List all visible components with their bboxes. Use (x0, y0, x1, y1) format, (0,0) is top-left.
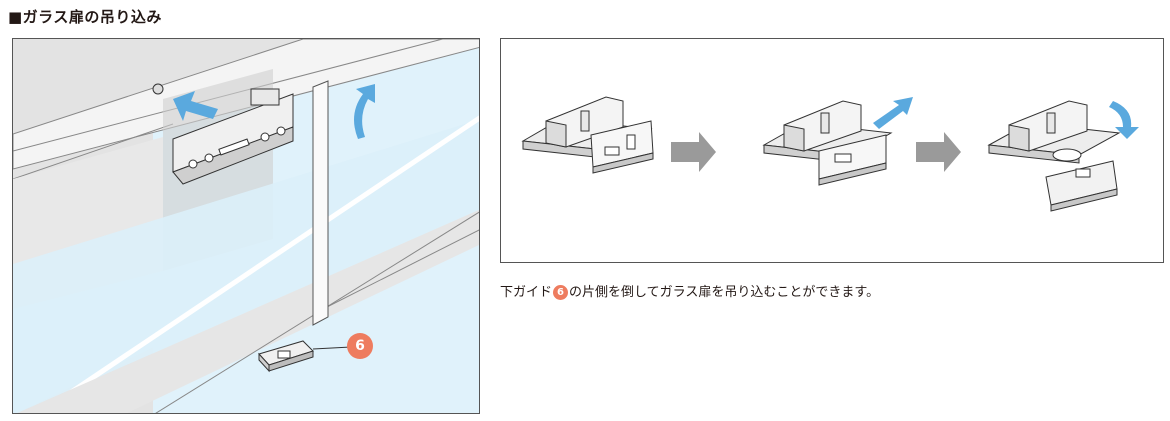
door-edge (312, 80, 329, 326)
guide-steps-drawing (521, 96, 1139, 212)
installation-illustration (12, 38, 480, 414)
hanger-fitting (172, 88, 294, 185)
slide-arrow-icon (873, 97, 913, 129)
glass-overlay (13, 119, 479, 413)
caption-prefix: 下ガイド (500, 285, 553, 300)
step-arrow-1-icon (671, 132, 716, 172)
guide-step-3 (987, 100, 1121, 212)
rail-bolt (152, 83, 164, 95)
bottom-guide (258, 340, 314, 373)
section-title: ■ガラス扉の吊り込み (8, 8, 162, 26)
caption-badge-6: 6 (553, 285, 569, 300)
rotate-arrow-icon (354, 84, 375, 139)
top-rail-lower-edge (13, 123, 174, 180)
part-callout-6: 6 (347, 333, 373, 359)
glass-reflection (41, 115, 479, 413)
guide-step-1 (521, 96, 654, 174)
guide-steps-illustration (500, 38, 1164, 263)
tilt-arrow-icon (1109, 101, 1139, 139)
guide-step-2 (762, 100, 893, 186)
floor-rail-edge-2 (322, 229, 479, 310)
caption-suffix: の片側を倒してガラス扉を吊り込むことができます。 (569, 285, 880, 300)
installation-drawing (13, 39, 479, 413)
callout-leader (312, 346, 352, 350)
step-arrow-2-icon (916, 132, 961, 172)
insert-arrow-icon (173, 91, 218, 121)
